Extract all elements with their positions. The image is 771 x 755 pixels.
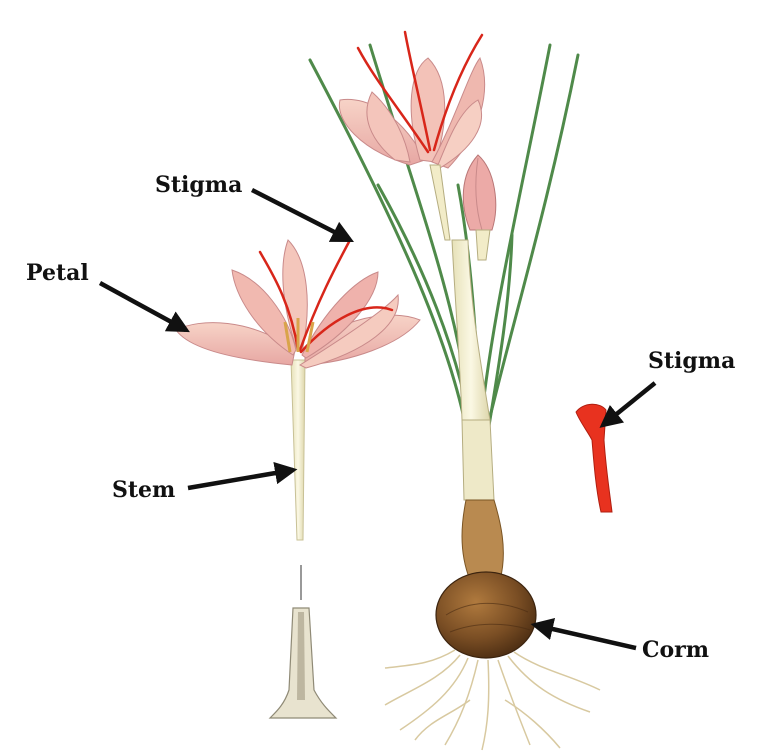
basal-bulb-section [268, 565, 338, 719]
arrow-stigma-top [250, 187, 355, 243]
dissected-flower-petal-back-left [231, 269, 297, 356]
dissected-flower-petal-back-right [301, 271, 379, 359]
label-stem: Stem [112, 477, 176, 503]
dissected-flower-petal-front [298, 293, 399, 369]
label-corm: Corm [642, 637, 710, 663]
arrow-stem [187, 461, 298, 491]
arrow-corm [530, 618, 637, 651]
dissected-flower-stem [290, 359, 306, 541]
label-stigma-top: Stigma [155, 172, 243, 198]
plant-flower-open [338, 30, 486, 241]
annotation-arrows [98, 187, 657, 651]
plant-flower-bud [462, 154, 497, 261]
plant-roots [384, 649, 601, 751]
whole-plant [308, 30, 601, 751]
dissected-flower-stamens [283, 318, 315, 353]
label-petal: Petal [26, 260, 89, 286]
arrow-stigma-right [599, 381, 657, 428]
dissected-flower [175, 238, 421, 541]
plant-stem [451, 239, 491, 421]
plant-corm [435, 571, 537, 659]
arrow-petal [98, 281, 190, 333]
label-stigma-right: Stigma [648, 348, 736, 374]
